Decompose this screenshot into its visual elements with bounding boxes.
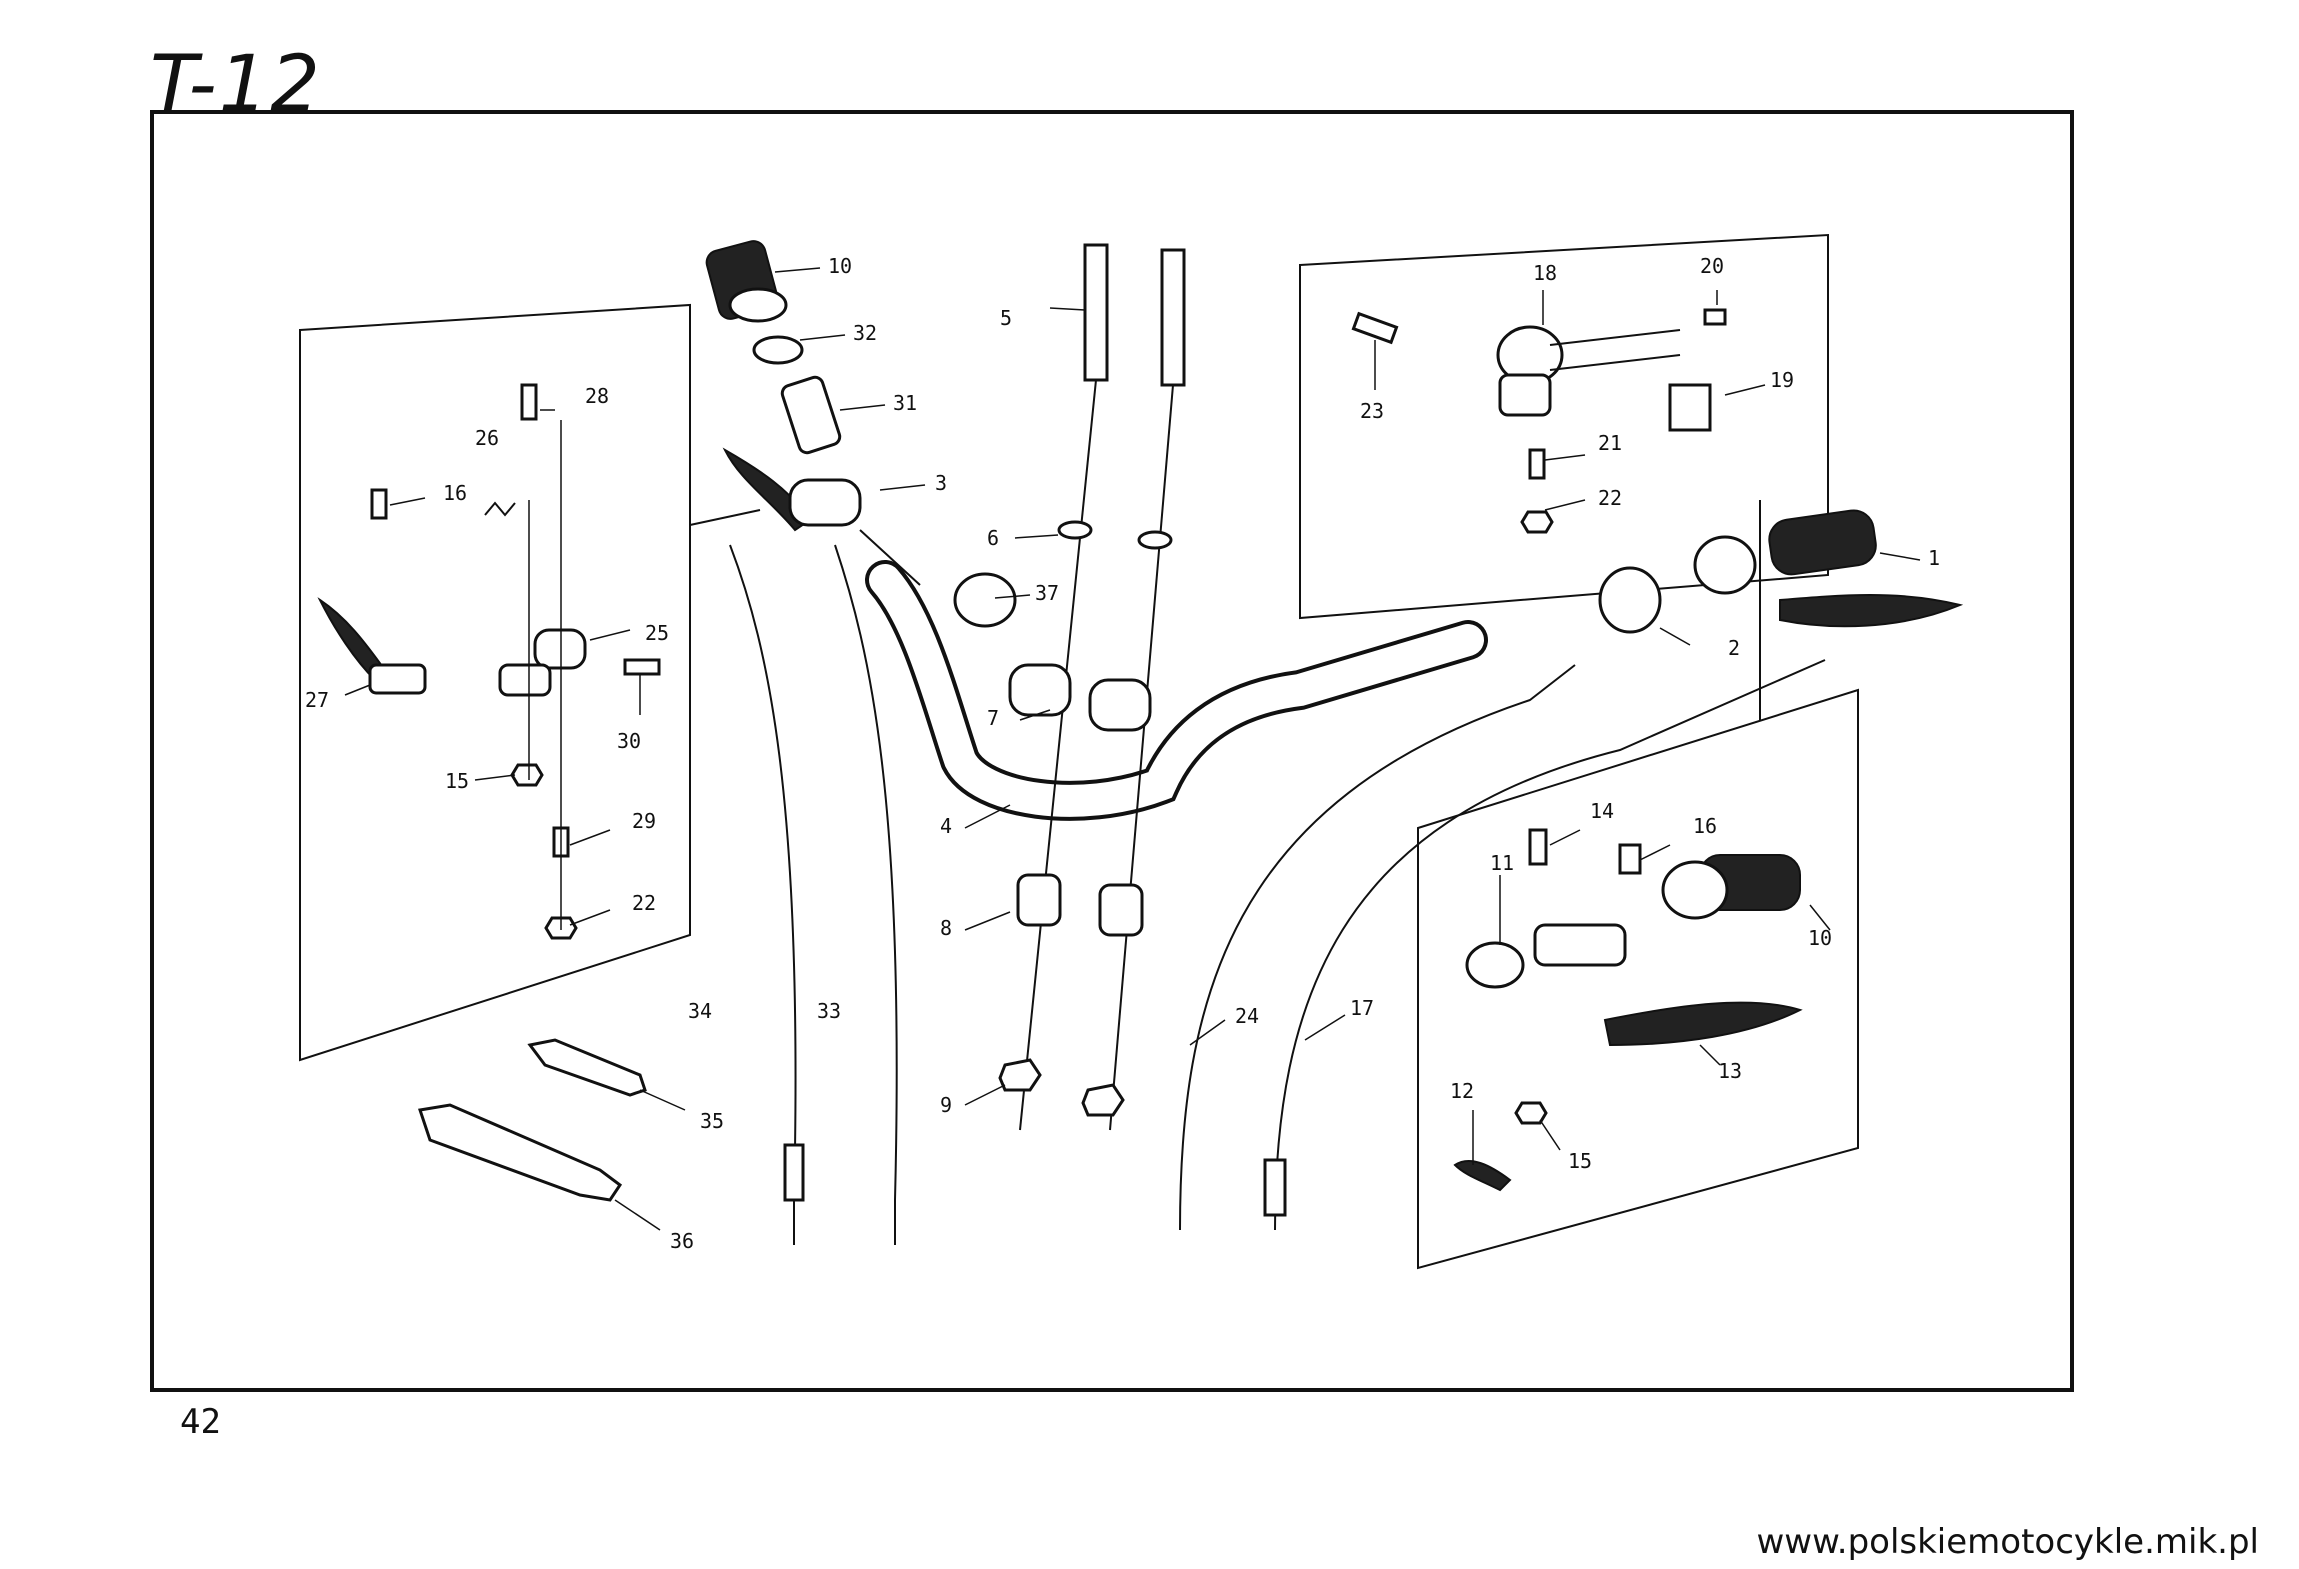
label-part-30: 30 [617,729,641,753]
leader-lines [344,267,1921,1231]
clamp-bolt-right [1109,248,1186,1131]
screw-16-bottom [1618,843,1642,875]
rubber-mount-8-right [1098,883,1144,937]
lever-12 [1453,1160,1512,1192]
grip-10-bottom [1661,854,1801,920]
label-part-22-top: 22 [1598,486,1622,510]
label-part-26: 26 [475,426,499,450]
label-part-35: 35 [700,1109,724,1133]
label-part-7: 7 [987,706,999,730]
plate-19 [1668,383,1712,432]
lever-assembly-3 [722,447,921,586]
label-part-29: 29 [632,809,656,833]
screw-16-left [370,488,388,520]
lever-27 [317,597,427,695]
cable-17 [1263,659,1826,1231]
label-part-33: 33 [817,999,841,1023]
nut-9-left [998,1058,1042,1092]
grip-1 [1693,509,1964,628]
label-part-3: 3 [935,471,947,495]
label-part-6: 6 [987,526,999,550]
sleeve-11 [1533,923,1627,967]
nut-9-right [1081,1083,1125,1117]
screw-30 [623,658,661,676]
label-part-15-left: 15 [445,769,469,793]
label-part-36: 36 [670,1229,694,1253]
rubber-mount-8-left [1016,873,1062,927]
cable-34 [729,544,805,1245]
label-part-8: 8 [940,916,952,940]
cable-24 [1179,664,1576,1231]
page-title: T-12 [150,40,322,130]
tool-36 [418,1103,623,1202]
label-part-1: 1 [1928,546,1940,570]
screw-20 [1703,308,1727,326]
washer-6-left [1057,520,1093,540]
nut-15-bottom [1514,1101,1548,1125]
part-labels: 10 32 31 3 5 6 37 7 4 8 9 24 17 1 2 18 2… [305,254,1940,1253]
screw-23 [1351,311,1399,345]
screw-14 [1528,828,1548,866]
label-part-32: 32 [853,321,877,345]
nut-22-top [1520,510,1554,534]
label-part-15-bottom: 15 [1568,1149,1592,1173]
tool-35 [527,1038,647,1097]
clamp-7 [1008,663,1152,732]
throttle-housing [1465,941,1525,989]
source-url: www.polskiemotocykle.mik.pl [1756,1522,2259,1562]
throttle-sleeve-31 [780,375,842,455]
screw-21 [1528,448,1546,480]
top-right-switch-inset [1299,233,1829,620]
label-part-4: 4 [940,814,952,838]
cap-37 [953,572,1017,628]
diagram-frame [150,110,2074,1392]
lever-bracket-25 [498,628,587,697]
handlebar [865,560,1488,821]
label-part-10-top: 10 [828,254,852,278]
label-part-20: 20 [1700,254,1724,278]
page-number: 42 [180,1402,221,1442]
label-part-34: 34 [688,999,712,1023]
label-part-27: 27 [305,688,329,712]
label-part-19: 19 [1770,368,1794,392]
switch-2 [1598,566,1662,634]
label-part-21: 21 [1598,431,1622,455]
label-part-37: 37 [1035,581,1059,605]
label-part-2: 2 [1728,636,1740,660]
label-part-23: 23 [1360,399,1384,423]
spring-26 [484,501,516,517]
label-part-14: 14 [1590,799,1614,823]
cable-33 [834,544,898,1245]
left-lever-inset [299,303,761,1062]
label-part-16-bottom: 16 [1693,814,1717,838]
clamp-bolt-left [1019,243,1109,1131]
nut-15-left [510,763,544,787]
label-part-17: 17 [1350,996,1374,1020]
label-part-18: 18 [1533,261,1557,285]
washer-32 [752,335,804,365]
label-part-24: 24 [1235,1004,1259,1028]
label-part-5: 5 [1000,306,1012,330]
grip-10-top [705,240,788,323]
label-part-16-left: 16 [443,481,467,505]
label-part-25: 25 [645,621,669,645]
label-part-10-bottom: 10 [1808,926,1832,950]
label-part-13: 13 [1718,1059,1742,1083]
lever-13 [1603,1001,1803,1047]
switch-housing-18 [1496,325,1681,417]
washer-6-right [1137,530,1173,550]
label-part-28: 28 [585,384,609,408]
label-part-11: 11 [1490,851,1514,875]
label-part-12: 12 [1450,1079,1474,1103]
label-part-22-left: 22 [632,891,656,915]
label-part-9: 9 [940,1093,952,1117]
screw-28 [520,383,538,421]
label-part-31: 31 [893,391,917,415]
